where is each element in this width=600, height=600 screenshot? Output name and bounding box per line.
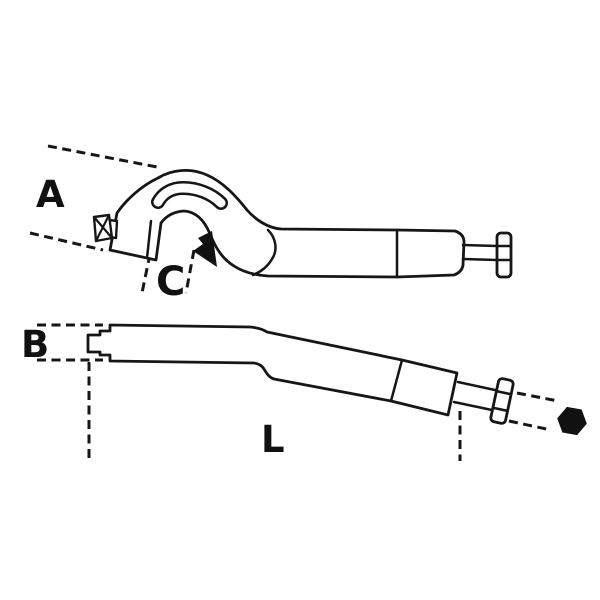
bolt-shaft-top-line — [461, 243, 499, 248]
bolt-head-side-facet-1 — [495, 389, 513, 396]
kidney-slot — [153, 183, 226, 208]
dim-label-c: C — [156, 259, 185, 305]
hex-callout-lower-dashed-line — [508, 419, 552, 432]
hex-nut-icon — [557, 406, 587, 436]
bolt-head-side-facet-2 — [491, 406, 509, 413]
dim-label-l: L — [261, 418, 285, 461]
side-view-drawing: B L — [21, 323, 587, 461]
dim-label-a: A — [36, 173, 65, 216]
dim-a-upper-dashed-line — [47, 144, 158, 169]
top-view-drawing: A C — [29, 144, 513, 305]
dim-label-b: B — [21, 323, 49, 366]
dim-a-lower-dashed-line — [29, 231, 104, 252]
pin-box-diagonal-2 — [94, 213, 111, 243]
bolt-head-side — [489, 377, 515, 425]
hex-callout-upper-dashed-line — [516, 391, 559, 403]
bolt-head-side-body — [489, 377, 515, 425]
spanner-side-silhouette — [86, 323, 459, 417]
bolt-shaft-bottom-line — [461, 257, 499, 262]
bolt-shaft-bottom-line-side — [452, 400, 494, 412]
hook-tooth — [193, 231, 217, 267]
bolt-head — [495, 231, 513, 279]
jaw-face-line — [145, 219, 153, 260]
dim-c-right-dashed-line — [184, 249, 196, 294]
grip-separator-line-side — [389, 358, 404, 403]
neck-contour-line — [251, 228, 277, 277]
bolt-shaft-top-line-side — [456, 380, 497, 392]
dim-c-left-dashed-line — [140, 253, 152, 294]
